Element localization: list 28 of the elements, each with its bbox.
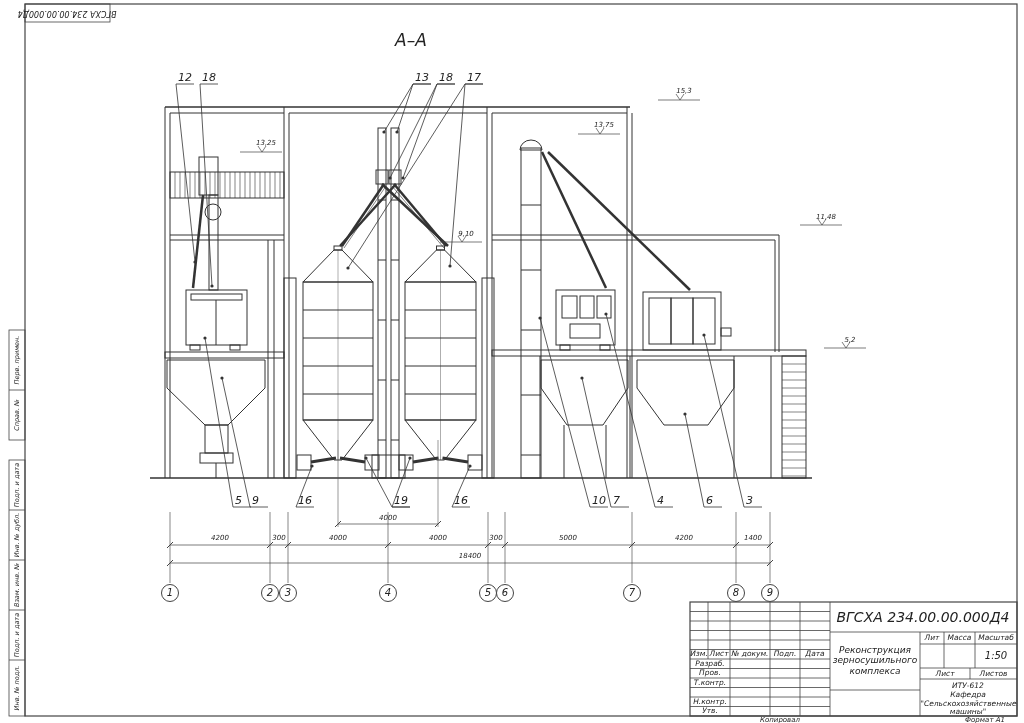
axis-marker: 5 (479, 584, 497, 602)
callout-number: 6 (704, 495, 722, 506)
callout-number: 19 (392, 495, 410, 506)
section-title: А–А (395, 32, 427, 49)
axis-marker: 9 (761, 584, 779, 602)
axis-marker: 2 (261, 584, 279, 602)
callout-number: 16 (296, 495, 314, 506)
callout-number: 16 (452, 495, 470, 506)
callout-number: 4 (655, 495, 673, 506)
axis-marker: 6 (496, 584, 514, 602)
axis-marker: 3 (279, 584, 297, 602)
callout-number: 12 (176, 72, 194, 83)
axis-marker: 1 (161, 584, 179, 602)
callout-number: 7 (611, 495, 629, 506)
drawing-name: Реконструкция зерносушильного комплекса (832, 645, 918, 677)
title-block-text: 1:50 (984, 651, 1008, 661)
callout-number: 10 (590, 495, 608, 506)
axis-marker: 7 (623, 584, 641, 602)
callout-number: 5 (233, 495, 251, 506)
document-code: ВГСХА 234.00.00.000Д4 (836, 610, 1010, 624)
callout-number: 9 (250, 495, 268, 506)
callout-number: 13 (413, 72, 431, 83)
callout-number: 17 (465, 72, 483, 83)
callout-number: 18 (437, 72, 455, 83)
axis-marker: 8 (727, 584, 745, 602)
callout-number: 18 (200, 72, 218, 83)
axis-marker: 4 (379, 584, 397, 602)
callout-number: 3 (744, 495, 762, 506)
